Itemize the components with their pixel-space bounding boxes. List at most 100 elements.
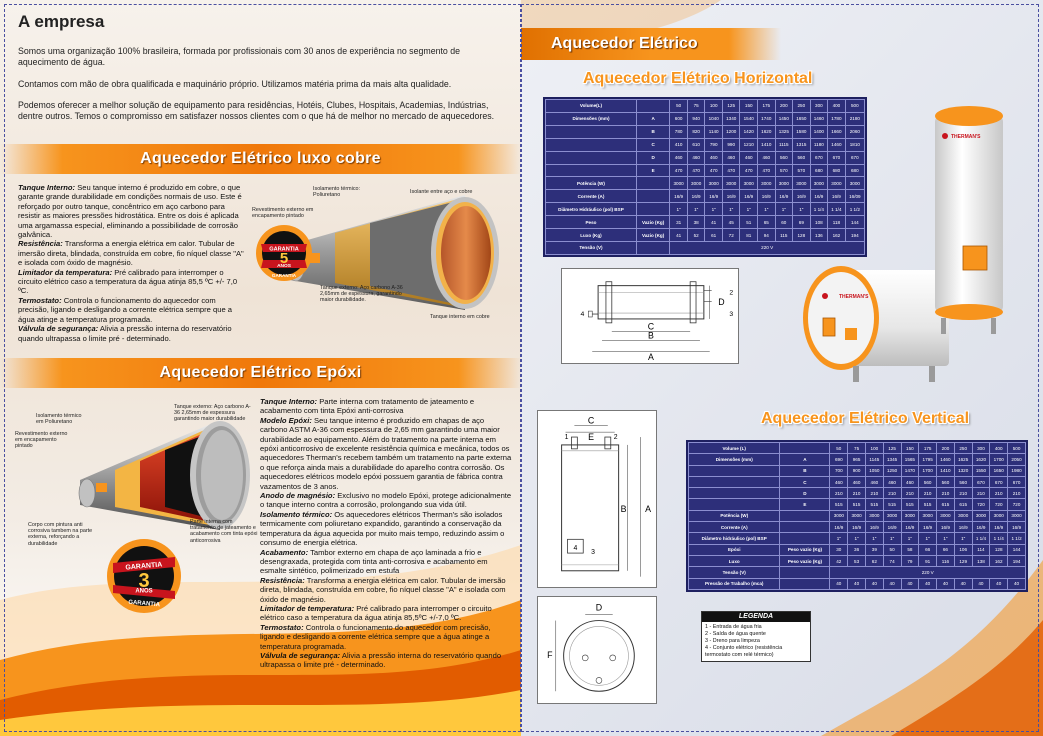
table-cell: 1210 bbox=[739, 137, 759, 152]
table-cell: 114 bbox=[971, 543, 991, 556]
table-cell: 118 bbox=[827, 215, 846, 230]
table-cell: 150 bbox=[900, 441, 920, 455]
company-paragraph-1: Somos uma organização 100% brasileira, f… bbox=[18, 46, 461, 67]
table-cell: 670 bbox=[989, 475, 1009, 489]
epoxi-block-text: Alivia a pressão interna do reservatório… bbox=[260, 650, 502, 670]
table-cell: 1340 bbox=[721, 111, 741, 126]
table-cell: 570 bbox=[792, 163, 811, 178]
table-cell: 40 bbox=[829, 577, 849, 591]
table-cell: 210 bbox=[971, 487, 991, 500]
table-cell: 16/9 bbox=[739, 189, 759, 204]
table-cell: 1420 bbox=[739, 124, 759, 139]
table-cell: 780 bbox=[669, 124, 688, 139]
table-cell: 144 bbox=[844, 215, 866, 230]
table-cell: Corrente (A) bbox=[687, 521, 781, 534]
table-cell: 400 bbox=[827, 99, 846, 113]
table-cell: Vazio (Kg) bbox=[635, 228, 671, 242]
table-cell: 53 bbox=[847, 554, 866, 568]
dim-h-n2: 2 bbox=[729, 289, 733, 296]
table-cell: 3000 bbox=[844, 176, 866, 191]
table-cell: 1460 bbox=[809, 111, 829, 126]
vertical-dimension-drawing: C E B A 4 3 1 2 bbox=[537, 410, 657, 588]
table-cell: 1" bbox=[918, 532, 938, 545]
table-cell bbox=[635, 240, 671, 256]
table-cell: 515 bbox=[918, 498, 938, 511]
table-cell: 16/9 bbox=[686, 189, 706, 204]
table-cell: 220 V bbox=[829, 566, 1026, 579]
table-cell: 40 bbox=[936, 577, 955, 591]
table-cell: 3000 bbox=[669, 176, 688, 191]
table-cell: Dimensões (mm) bbox=[687, 453, 781, 466]
table-cell: 175 bbox=[918, 441, 938, 455]
top-view-drawing: D F bbox=[537, 596, 657, 704]
table-cell: 116 bbox=[936, 554, 955, 568]
table-cell: Diâmetro hidráulico (pol) BSP bbox=[687, 532, 781, 545]
table-cell: 2180 bbox=[844, 111, 866, 126]
table-cell: 58 bbox=[900, 543, 920, 556]
table-cell: Potência (W) bbox=[545, 176, 637, 191]
table-cell: 790 bbox=[704, 137, 723, 152]
legend-item-3: 3 - Dreno para limpeza bbox=[705, 638, 760, 644]
table-cell: Diâmetro Hidráulico (pol) BSP bbox=[545, 202, 637, 217]
table-cell: 3000 bbox=[792, 176, 811, 191]
table-cell: 210 bbox=[936, 487, 955, 500]
epoxi-block-text: Tambor externo em chapa de aço laminada … bbox=[260, 547, 488, 576]
vertical-heater-picture: THERMAN'S bbox=[935, 106, 1003, 334]
epoxi-block-label: Acabamento: bbox=[260, 547, 309, 557]
table-cell: 16/9 bbox=[936, 521, 955, 534]
luxo-callout-isolante: Isolante entre aço e cobre bbox=[410, 189, 473, 195]
table-cell: Tensão (V) bbox=[687, 566, 781, 579]
table-cell: 720 bbox=[989, 498, 1009, 511]
table-cell: 1" bbox=[864, 532, 884, 545]
epoxi-block-7: Limitador de temperatura: Pré calibrado … bbox=[260, 604, 512, 623]
table-cell: 81 bbox=[739, 228, 759, 242]
table-cell: C bbox=[779, 475, 831, 489]
table-cell: 41 bbox=[669, 228, 688, 242]
epoxi-warranty-badge: GARANTIA 3 ANOS GARANTIA bbox=[107, 539, 181, 613]
table-cell: 16/9 bbox=[953, 521, 973, 534]
table-cell: 1810 bbox=[844, 137, 866, 152]
table-cell: 470 bbox=[739, 163, 759, 178]
table-cell: 1650 bbox=[792, 111, 811, 126]
table-cell: Volume (L) bbox=[687, 441, 781, 455]
epoxi-callout-tanque-externo: Tanque externo: Aço carbono A-36 2,65mm … bbox=[174, 404, 251, 423]
table-cell: D bbox=[779, 487, 831, 500]
table-cell: 1410 bbox=[757, 137, 776, 152]
table-cell: 1345 bbox=[882, 453, 902, 466]
table-cell: 515 bbox=[864, 498, 884, 511]
table-cell: 690 bbox=[829, 453, 849, 466]
table-cell: 136 bbox=[809, 228, 829, 242]
table-cell: 16/9 bbox=[847, 521, 866, 534]
table-cell: 128 bbox=[989, 543, 1009, 556]
luxo-block-text: Controla o funcionamento do aquecedor co… bbox=[18, 295, 233, 324]
table-cell bbox=[779, 577, 831, 591]
epoxi-block-text: Seu tanque interno é produzido em chapas… bbox=[260, 415, 512, 491]
table-cell: Luxo (Kg) bbox=[545, 228, 637, 242]
table-cell: 250 bbox=[792, 99, 811, 113]
table-cell: 40 bbox=[882, 577, 902, 591]
table-cell: 515 bbox=[882, 498, 902, 511]
table-cell: 3000 bbox=[829, 509, 849, 523]
table-cell: 1320 bbox=[953, 464, 973, 477]
table-cell: 3000 bbox=[721, 176, 741, 191]
table-cell: 1145 bbox=[864, 453, 884, 466]
table-cell: 1" bbox=[900, 532, 920, 545]
table-cell: 670 bbox=[809, 150, 829, 165]
table-cell: 16/9 bbox=[669, 189, 688, 204]
dim-h-a: A bbox=[648, 352, 654, 362]
dim-v-n3: 3 bbox=[591, 549, 595, 556]
table-cell: 470 bbox=[669, 163, 688, 178]
table-cell: 210 bbox=[953, 487, 973, 500]
table-cell: 115 bbox=[774, 228, 794, 242]
table-cell bbox=[635, 176, 671, 191]
table-cell: 1" bbox=[704, 202, 723, 217]
table-cell: Peso vazio (Kg) bbox=[779, 543, 831, 556]
table-cell: 3000 bbox=[918, 509, 938, 523]
luxo-banner: Aquecedor Elétrico luxo cobre bbox=[0, 144, 521, 174]
table-cell: 460 bbox=[739, 150, 759, 165]
luxo-badge-number: 5 bbox=[280, 250, 288, 267]
dim-v-n4: 4 bbox=[573, 545, 577, 552]
